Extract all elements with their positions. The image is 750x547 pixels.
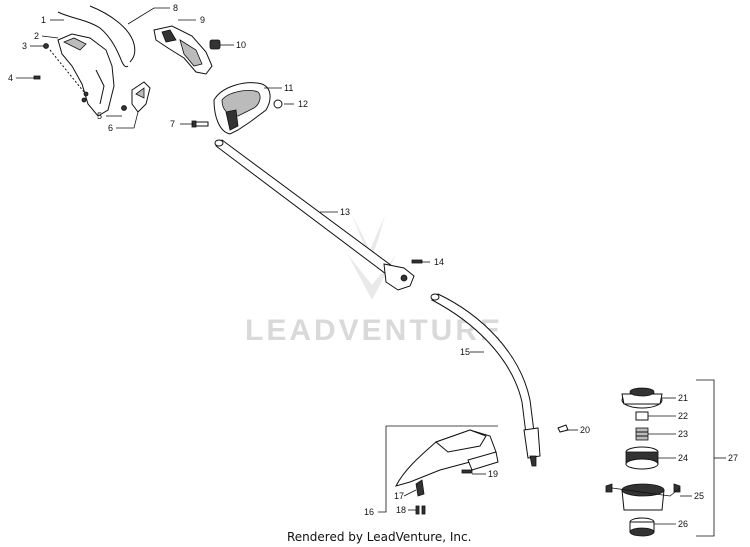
callout-11: 11: [284, 83, 293, 93]
callout-12: 12: [298, 99, 308, 109]
part-27-trimmer-head-bracket: [696, 379, 726, 537]
part-19-screw: [461, 469, 473, 474]
callout-labels: 1 2 3 4 5 6 7 8 9 10 11 12 13 14 15 16 1…: [8, 3, 738, 529]
part-3-screw: [40, 43, 49, 49]
part-17-line-cutter: [415, 479, 425, 497]
callout-21: 21: [678, 393, 688, 403]
callout-2: 2: [34, 31, 39, 41]
callout-15: 15: [460, 347, 470, 357]
callout-13: 13: [340, 207, 350, 217]
part-14-screw: [411, 259, 423, 264]
callout-6: 6: [108, 123, 113, 133]
part-7-bolt: [191, 120, 209, 128]
part-23-spring: [635, 427, 649, 441]
callout-18: 18: [396, 505, 406, 515]
callout-4: 4: [8, 73, 13, 83]
part-11-rear-handle: [213, 82, 271, 135]
part-20-clip: [557, 424, 569, 433]
part-18-screw: [415, 505, 426, 515]
part-6-trigger: [131, 81, 151, 113]
callout-1: 1: [41, 15, 46, 25]
part-13-upper-shaft: [214, 139, 415, 291]
part-15-lower-shaft: [430, 293, 541, 467]
part-26-bump-knob: [629, 517, 655, 537]
callout-27: 27: [728, 453, 738, 463]
callout-16: 16: [364, 507, 374, 517]
callout-14: 14: [434, 257, 444, 267]
part-1-throttle-cable: [57, 5, 136, 68]
callout-5: 5: [97, 111, 102, 121]
callout-26: 26: [678, 519, 688, 529]
part-5-screw: [49, 49, 127, 111]
part-12-knob: [273, 99, 283, 109]
callout-17: 17: [394, 491, 404, 501]
callout-24: 24: [678, 453, 688, 463]
callout-7: 7: [170, 119, 175, 129]
part-25-housing: [605, 483, 681, 511]
part-2-handle-housing: [57, 33, 115, 117]
callout-8: 8: [173, 3, 178, 13]
watermark-text: LEADVENTURE: [245, 314, 503, 347]
callout-23: 23: [678, 429, 688, 439]
caption: Rendered by LeadVenture, Inc.: [287, 530, 471, 544]
part-24-spool: [625, 446, 659, 470]
callout-19: 19: [488, 469, 498, 479]
part-4-screw: [33, 75, 41, 80]
part-16-guard-bracket: [378, 425, 498, 513]
part-9-handle-housing: [153, 25, 213, 75]
part-21-head-cover: [621, 387, 663, 409]
callout-10: 10: [236, 40, 246, 50]
callout-20: 20: [580, 425, 590, 435]
callout-9: 9: [200, 15, 205, 25]
callout-22: 22: [678, 411, 688, 421]
leader-lines: [16, 7, 692, 525]
callout-25: 25: [694, 491, 704, 501]
part-22-eyelet: [635, 411, 649, 421]
part-16-grass-guard: [395, 429, 499, 487]
callout-3: 3: [22, 41, 27, 51]
part-10-nut: [209, 39, 221, 50]
